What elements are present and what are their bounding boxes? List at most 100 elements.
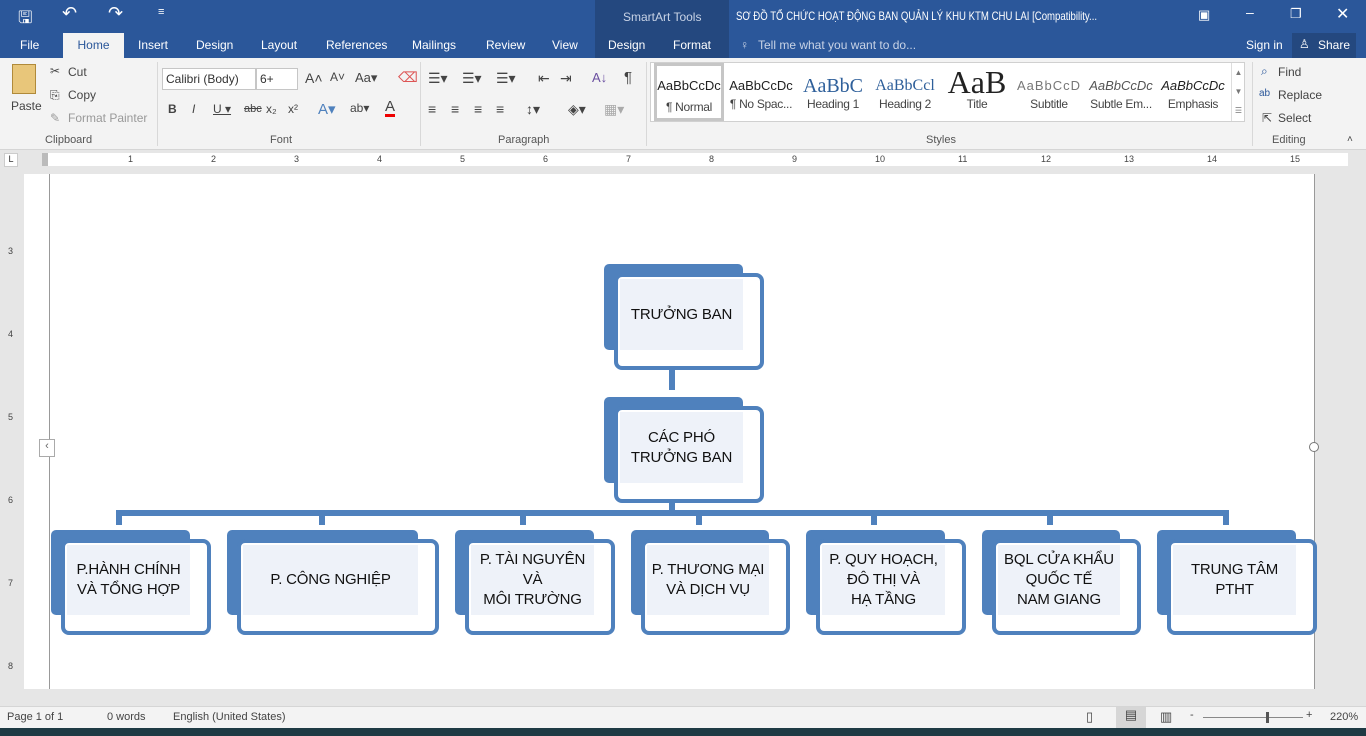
decrease-indent-icon[interactable]: ⇤	[538, 70, 550, 86]
word-count[interactable]: 0 words	[107, 711, 146, 723]
shading-icon[interactable]: ◈▾	[568, 101, 586, 117]
grow-font-icon[interactable]: A˄	[305, 70, 323, 86]
zoom-slider-thumb[interactable]	[1266, 712, 1269, 723]
scissors-icon: ✂	[50, 64, 61, 78]
select-button[interactable]: Select	[1278, 111, 1312, 125]
align-right-icon[interactable]: ≡	[474, 101, 483, 117]
share-button[interactable]: ♙ Share	[1292, 33, 1356, 58]
print-layout-icon[interactable]: ▤	[1116, 707, 1146, 728]
zoom-in-icon[interactable]: +	[1306, 709, 1313, 721]
zoom-slider[interactable]	[1203, 717, 1303, 718]
web-layout-icon[interactable]: ▥	[1160, 709, 1173, 724]
change-case-icon[interactable]: Aa▾	[355, 70, 378, 85]
node-department[interactable]: P. THƯƠNG MẠI VÀ DỊCH VỤ	[647, 545, 769, 615]
tab-insert[interactable]: Insert	[138, 38, 169, 52]
style-preview: AaBbCcl	[875, 77, 935, 94]
node-department[interactable]: P. TÀI NGUYÊN VÀ MÔI TRƯỜNG	[471, 545, 594, 615]
tab-smartart-design[interactable]: Design	[608, 38, 646, 52]
font-size-select[interactable]: 6+	[256, 68, 298, 90]
text-pane-toggle[interactable]: ‹	[39, 439, 55, 457]
text-effects-icon[interactable]: A▾	[318, 101, 336, 118]
bold-icon[interactable]: B	[168, 102, 177, 116]
cut-button[interactable]: Cut	[68, 65, 87, 79]
tab-review[interactable]: Review	[486, 38, 526, 52]
align-left-icon[interactable]: ≡	[428, 101, 437, 117]
document-title: SƠ ĐỒ TỔ CHỨC HOẠT ĐỘNG BAN QUẢN LÝ KHU …	[736, 9, 1098, 23]
zoom-out-icon[interactable]: -	[1190, 709, 1194, 721]
subscript-icon[interactable]: x₂	[266, 102, 277, 116]
node-pho-truong-ban[interactable]: CÁC PHÓ TRƯỞNG BAN	[620, 412, 743, 483]
read-mode-icon[interactable]: ▯	[1086, 709, 1094, 724]
tab-mailings[interactable]: Mailings	[412, 38, 457, 52]
tab-file[interactable]: File	[20, 38, 40, 52]
borders-icon[interactable]: ▦▾	[604, 101, 625, 117]
ribbon-display-icon[interactable]: ▣	[1198, 7, 1211, 22]
align-center-icon[interactable]: ≡	[451, 101, 460, 117]
minimize-icon[interactable]: –	[1246, 4, 1254, 20]
strikethrough-icon[interactable]: abc	[244, 103, 262, 115]
restore-icon[interactable]: ❐	[1290, 6, 1302, 21]
resize-handle[interactable]	[1309, 442, 1319, 452]
underline-icon[interactable]: U ▾	[213, 102, 232, 116]
sort-icon[interactable]: A↓	[592, 70, 608, 85]
customize-qat-icon[interactable]: ≡	[158, 6, 165, 18]
save-icon[interactable]: 🖫	[18, 8, 33, 27]
page-count[interactable]: Page 1 of 1	[7, 711, 64, 723]
increase-indent-icon[interactable]: ⇥	[560, 70, 572, 86]
undo-icon[interactable]: ↶	[62, 3, 78, 23]
numbering-icon[interactable]: ☰▾	[462, 70, 482, 86]
ruler-bar[interactable]	[42, 153, 1348, 166]
node-department[interactable]: P.HÀNH CHÍNH VÀ TỔNG HỢP	[67, 545, 190, 615]
style-no-spacing[interactable]: AaBbCcDc¶ No Spac...	[725, 63, 797, 121]
tab-smartart-format[interactable]: Format	[673, 38, 712, 52]
sign-in-link[interactable]: Sign in	[1246, 38, 1283, 52]
replace-button[interactable]: Replace	[1278, 88, 1323, 102]
line-spacing-icon[interactable]: ↕▾	[526, 101, 541, 117]
format-painter-icon: ✎	[50, 111, 61, 125]
node-department[interactable]: P. QUY HOẠCH, ĐÔ THỊ VÀ HẠ TẦNG	[822, 545, 945, 615]
paste-button[interactable]: Paste	[11, 99, 42, 113]
format-painter-button[interactable]: Format Painter	[68, 111, 148, 125]
tab-design[interactable]: Design	[196, 38, 234, 52]
tell-me-input[interactable]: Tell me what you want to do...	[758, 38, 917, 52]
gallery-scroll[interactable]: ▲▼☰	[1231, 63, 1245, 121]
close-icon[interactable]: ✕	[1336, 6, 1350, 23]
font-color-icon[interactable]: A	[385, 98, 396, 117]
tab-references[interactable]: References	[326, 38, 388, 52]
node-department[interactable]: BQL CỬA KHẨU QUỐC TẾ NAM GIANG	[998, 545, 1120, 615]
collapse-ribbon-icon[interactable]: ˄	[1347, 134, 1353, 145]
copy-button[interactable]: Copy	[68, 88, 97, 102]
language[interactable]: English (United States)	[173, 711, 286, 723]
ruler-number: 5	[460, 154, 466, 164]
shrink-font-icon[interactable]: A˅	[330, 70, 346, 84]
tab-selector[interactable]: L	[4, 153, 18, 167]
redo-icon[interactable]: ↷	[108, 3, 124, 23]
font-name-select[interactable]: Calibri (Body)	[162, 68, 256, 90]
multilevel-list-icon[interactable]: ☰▾	[496, 70, 516, 86]
show-marks-icon[interactable]: ¶	[624, 69, 633, 86]
justify-icon[interactable]: ≡	[496, 101, 505, 117]
ruler-number: 5	[8, 412, 14, 422]
tab-home[interactable]: Home	[63, 33, 124, 58]
tab-view[interactable]: View	[552, 38, 578, 52]
highlight-icon[interactable]: ab▾	[350, 101, 370, 115]
node-department[interactable]: P. CÔNG NGHIỆP	[243, 545, 418, 615]
superscript-icon[interactable]: x²	[288, 102, 298, 116]
paste-icon[interactable]	[12, 64, 36, 94]
zoom-level[interactable]: 220%	[1330, 711, 1359, 723]
node-department[interactable]: TRUNG TÂM PTHT	[1173, 545, 1296, 615]
find-button[interactable]: Find	[1278, 65, 1302, 79]
node-truong-ban[interactable]: TRƯỞNG BAN	[620, 279, 743, 350]
italic-icon[interactable]: I	[192, 102, 196, 116]
bullets-icon[interactable]: ☰▾	[428, 70, 448, 86]
ruler-number: 4	[8, 329, 14, 339]
tab-layout[interactable]: Layout	[261, 38, 298, 52]
style-normal[interactable]: AaBbCcDc¶ Normal	[654, 63, 724, 121]
clear-formatting-icon[interactable]: ⌫	[398, 69, 418, 85]
